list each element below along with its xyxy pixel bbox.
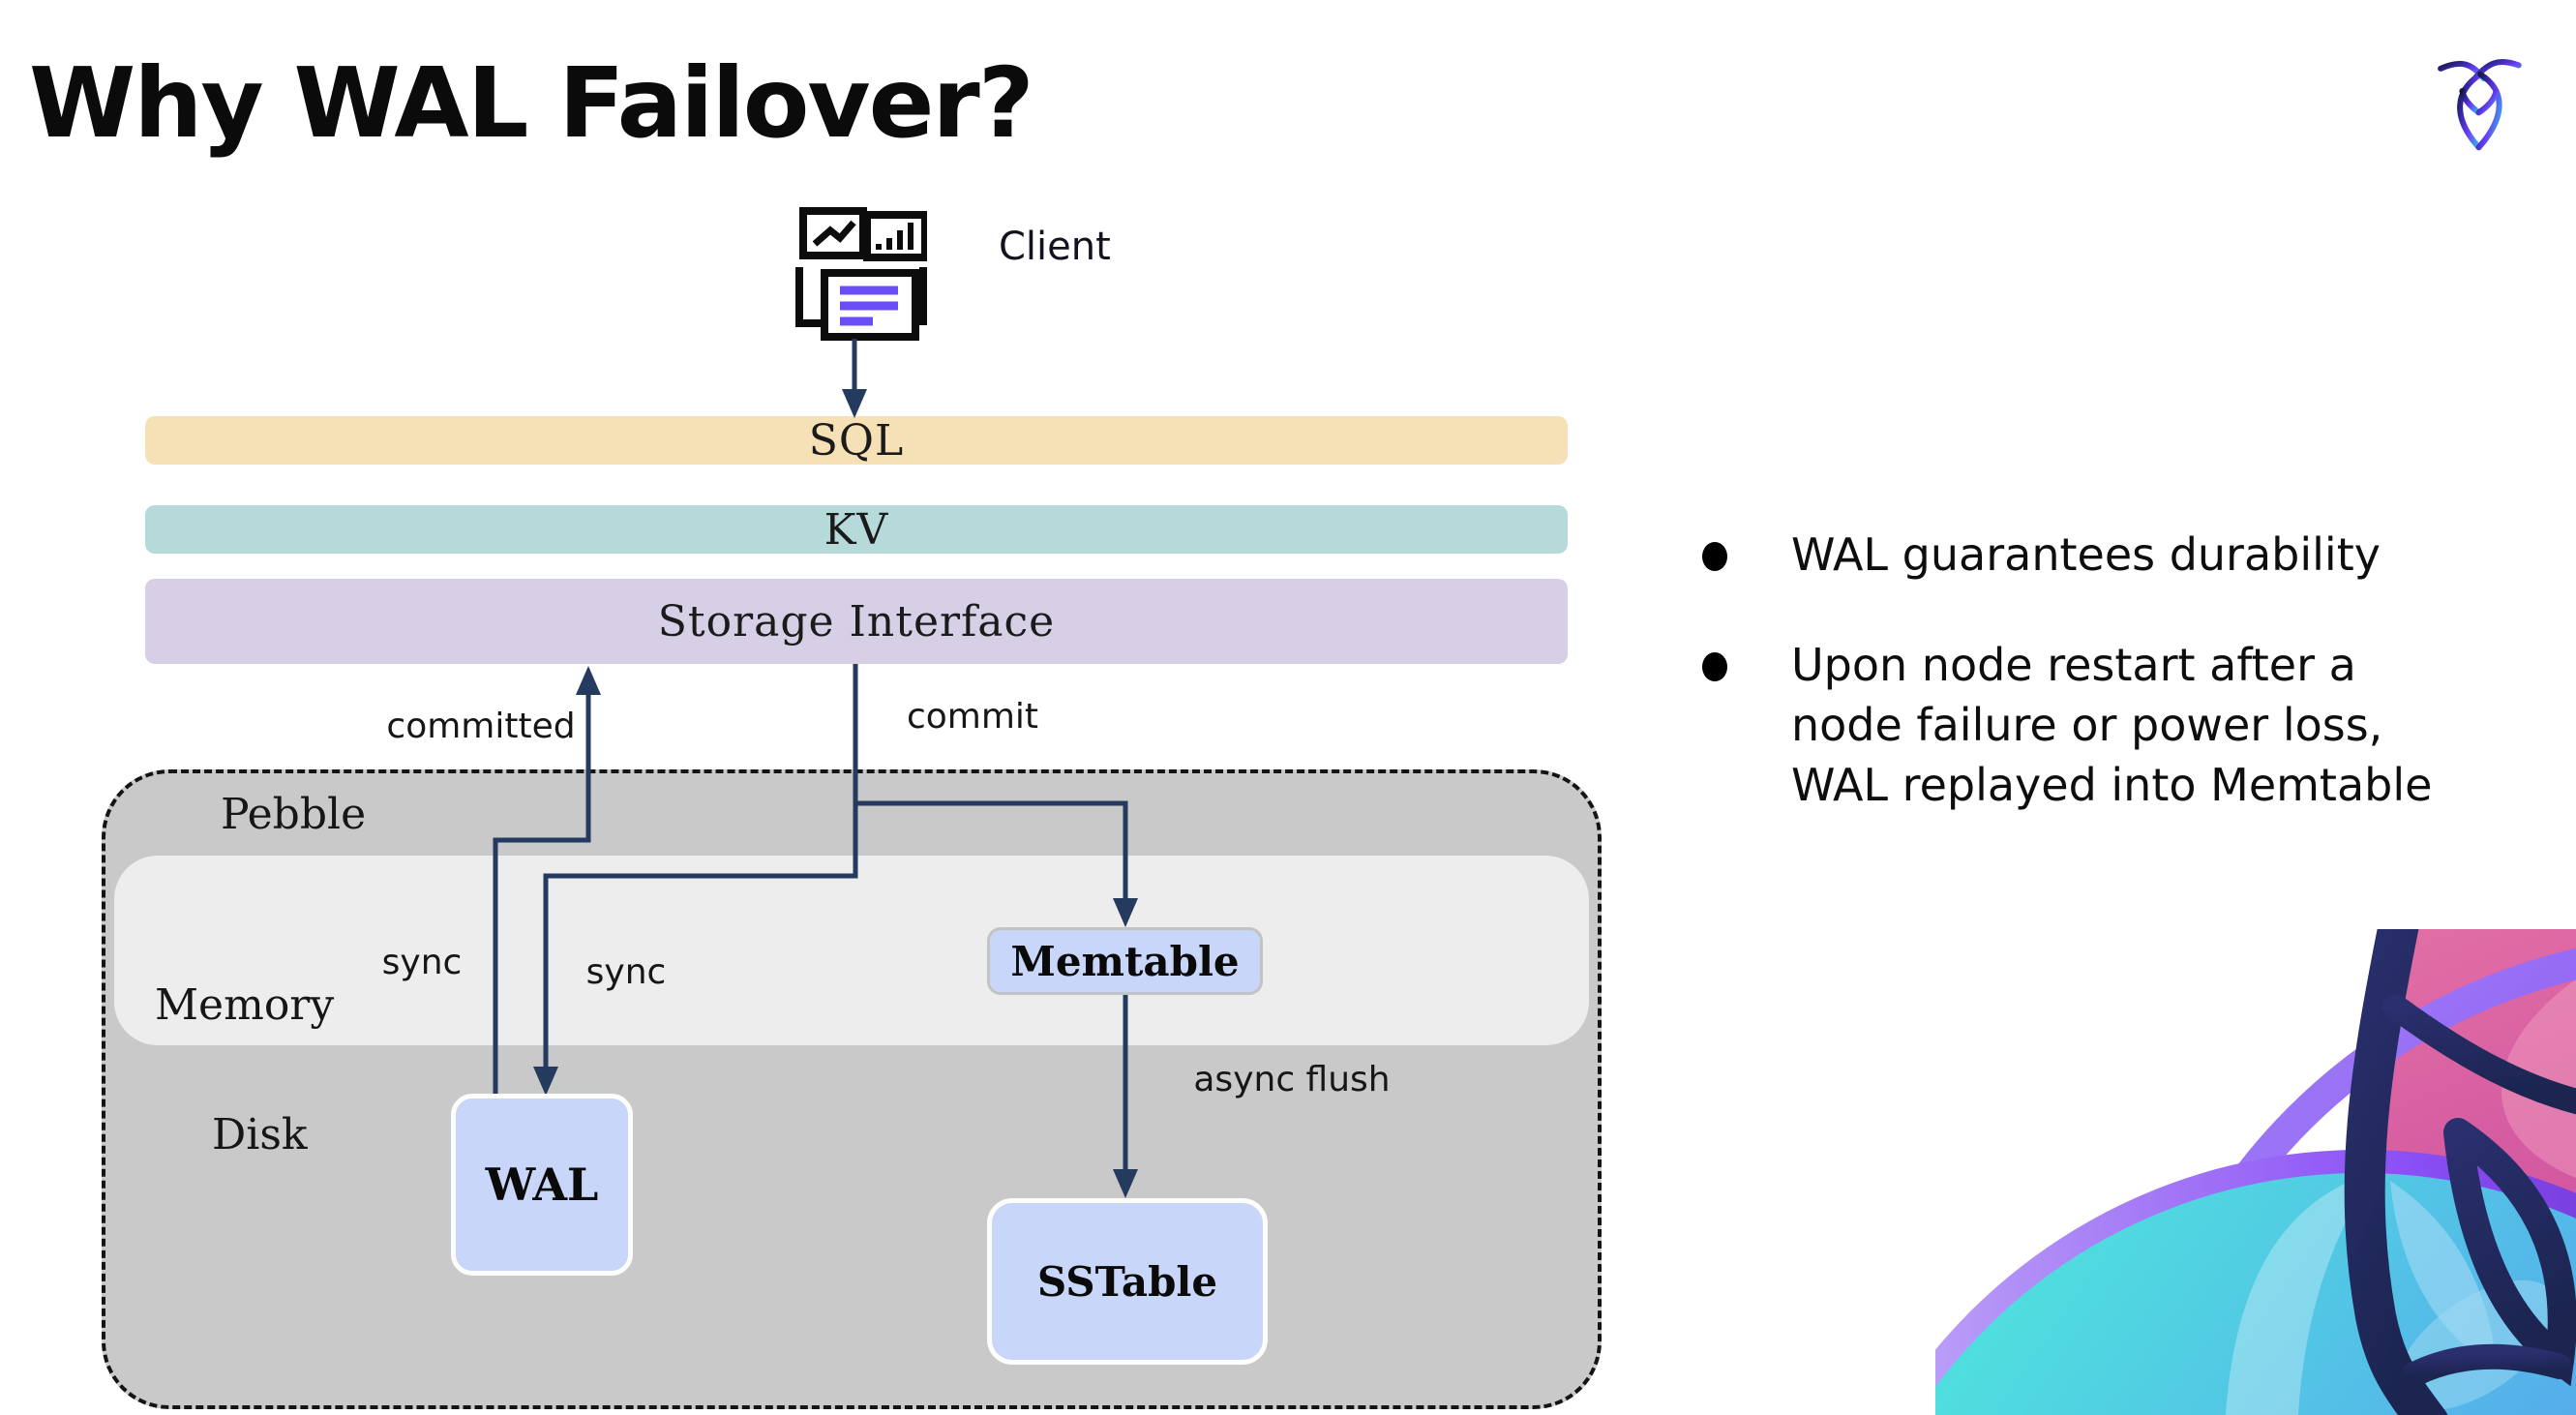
wal-node: WAL (451, 1094, 633, 1276)
cockroachdb-logo-icon (2438, 59, 2522, 151)
memtable-node: Memtable (987, 927, 1263, 995)
layer-kv: KV (145, 504, 1568, 555)
bullet-dot-icon (1702, 542, 1727, 571)
memory-label: Memory (155, 979, 335, 1030)
list-item: Upon node restart after a node failure o… (1689, 635, 2560, 815)
committed-edge-label: committed (386, 706, 576, 746)
commit-edge-label: commit (906, 696, 1039, 737)
bullet-text-line: WAL replayed into Memtable (1791, 759, 2433, 811)
layer-storage-interface: Storage Interface (145, 579, 1568, 664)
layer-sql: SQL (145, 415, 1568, 466)
sstable-node-label: SSTable (1036, 1257, 1218, 1306)
disk-label: Disk (212, 1109, 308, 1159)
layer-storage-label: Storage Interface (657, 596, 1056, 647)
async-flush-edge-label: async flush (1193, 1059, 1391, 1099)
client-monitors-icon (795, 207, 927, 341)
pebble-label: Pebble (221, 789, 367, 839)
memtable-node-label: Memtable (1010, 937, 1240, 985)
sync-edge-label-left: sync (381, 942, 463, 982)
bullet-text-line: Upon node restart after a (1791, 639, 2356, 691)
layer-kv-label: KV (824, 504, 889, 555)
bullet-text: WAL guarantees durability (1791, 528, 2381, 581)
list-item: WAL guarantees durability (1689, 525, 2560, 585)
wal-node-label: WAL (485, 1159, 599, 1211)
cockroachdb-brand-artwork (1935, 929, 2576, 1415)
client-label: Client (999, 225, 1111, 269)
page-title: Why WAL Failover? (29, 46, 1034, 160)
bullet-dot-icon (1702, 652, 1727, 681)
sync-edge-label-right: sync (585, 951, 667, 992)
layer-sql-label: SQL (808, 415, 905, 466)
bullet-text-line: node failure or power loss, (1791, 699, 2383, 751)
bullet-list: WAL guarantees durability Upon node rest… (1689, 525, 2560, 815)
sstable-node: SSTable (987, 1198, 1268, 1365)
